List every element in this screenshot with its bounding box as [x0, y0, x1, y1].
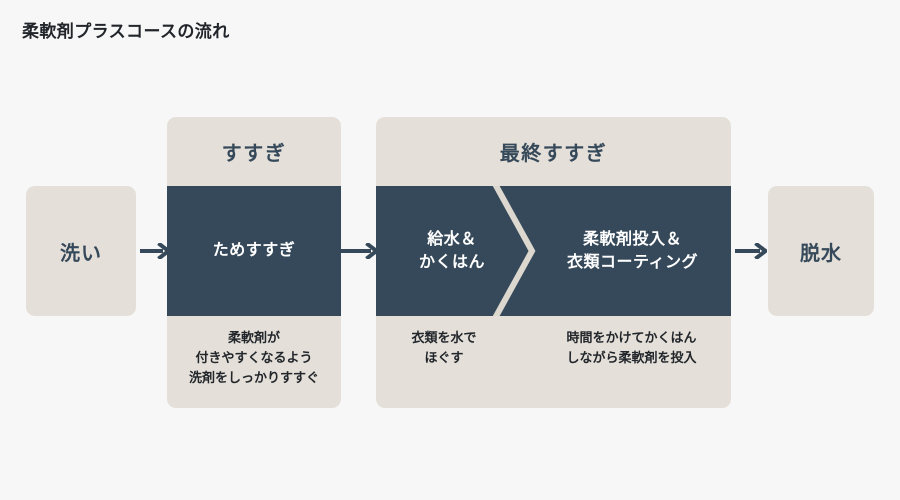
stage-final-rinse-band: 給水＆ かくはん 柔軟剤投入＆ 衣類コーティング	[376, 186, 731, 316]
stage-rinse-header: すすぎ	[221, 143, 287, 165]
arrow-rinse-to-final-icon	[340, 243, 378, 259]
arrow-final-to-spin-icon	[735, 243, 767, 259]
step-water-supply-label: 給水＆ かくはん	[418, 230, 485, 271]
stage-rinse: すすぎ ためすすぎ 柔軟剤が 付きやすくなるよう 洗剤をしっかりすすぐ	[167, 117, 341, 408]
stage-final-rinse-captions: 衣類を水で ほぐす 時間をかけてかくはん しながら柔軟剤を投入	[376, 316, 731, 408]
step-water-supply-caption: 衣類を水で ほぐす	[411, 330, 477, 366]
step-tamesusugi-label: ためすすぎ	[212, 242, 296, 260]
flow-box-wash: 洗い	[26, 186, 136, 316]
flow-box-spin-dry-label: 脱水	[800, 242, 842, 265]
arrow-wash-to-rinse-icon	[140, 243, 170, 259]
stage-rinse-band: ためすすぎ	[167, 186, 341, 316]
stage-final-rinse-header: 最終すすぎ	[499, 143, 608, 165]
flow-box-wash-label: 洗い	[60, 242, 102, 265]
step-softener-coating-label: 柔軟剤投入＆ 衣類コーティング	[566, 230, 699, 271]
flow-box-spin-dry: 脱水	[768, 186, 874, 316]
stage-final-rinse: 最終すすぎ 給水＆ かくはん 柔軟剤投入＆ 衣類コーティング 衣類を水で ほぐす…	[376, 117, 731, 408]
step-tamesusugi-caption: 柔軟剤が 付きやすくなるよう 洗剤をしっかりすすぐ	[188, 330, 319, 386]
step-softener-coating-caption: 時間をかけてかくはん しながら柔軟剤を投入	[566, 330, 697, 366]
stage-rinse-captions: 柔軟剤が 付きやすくなるよう 洗剤をしっかりすすぐ	[167, 316, 341, 408]
page-title: 柔軟剤プラスコースの流れ	[22, 22, 230, 41]
